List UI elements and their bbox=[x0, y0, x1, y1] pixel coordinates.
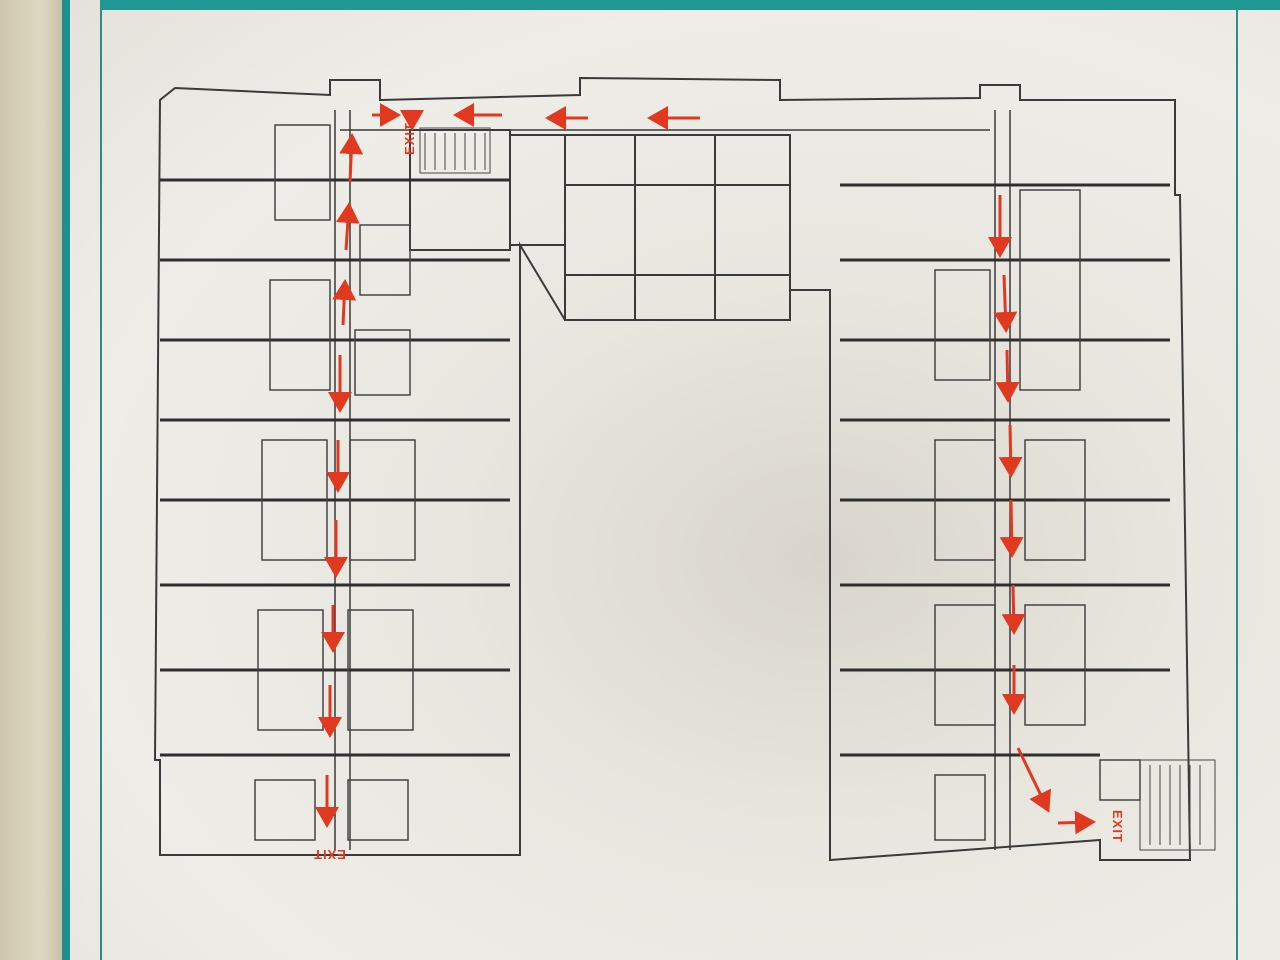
evac-arrow bbox=[1057, 810, 1096, 835]
evac-arrow bbox=[998, 424, 1023, 478]
stair-left bbox=[419, 127, 491, 174]
sign-inner-border bbox=[100, 10, 1238, 960]
exit-label-bottom-left: EXIT bbox=[313, 847, 346, 862]
building-walls bbox=[153, 76, 1192, 862]
exit-label-top: EXIT bbox=[402, 122, 417, 155]
sign-board bbox=[70, 0, 1280, 960]
evacuation-arrows bbox=[315, 103, 1096, 835]
evac-arrow bbox=[332, 279, 357, 326]
wall-background bbox=[0, 0, 70, 960]
evac-arrow bbox=[993, 274, 1018, 333]
evac-arrow bbox=[339, 133, 364, 183]
right-wing-room-dividers bbox=[840, 183, 1170, 757]
sign-top-band bbox=[100, 0, 1280, 10]
evac-arrow bbox=[1016, 747, 1051, 813]
building-outline bbox=[153, 76, 1192, 862]
evac-arrow bbox=[999, 499, 1024, 558]
stair-right bbox=[1139, 759, 1216, 851]
evac-arrow bbox=[995, 349, 1020, 403]
left-wing-room-dividers bbox=[160, 178, 510, 757]
exit-label-bottom-right: EXIT bbox=[1110, 810, 1125, 843]
bathroom-blocks bbox=[254, 124, 1141, 841]
evac-arrow bbox=[335, 202, 360, 251]
evac-arrow bbox=[1001, 584, 1026, 635]
